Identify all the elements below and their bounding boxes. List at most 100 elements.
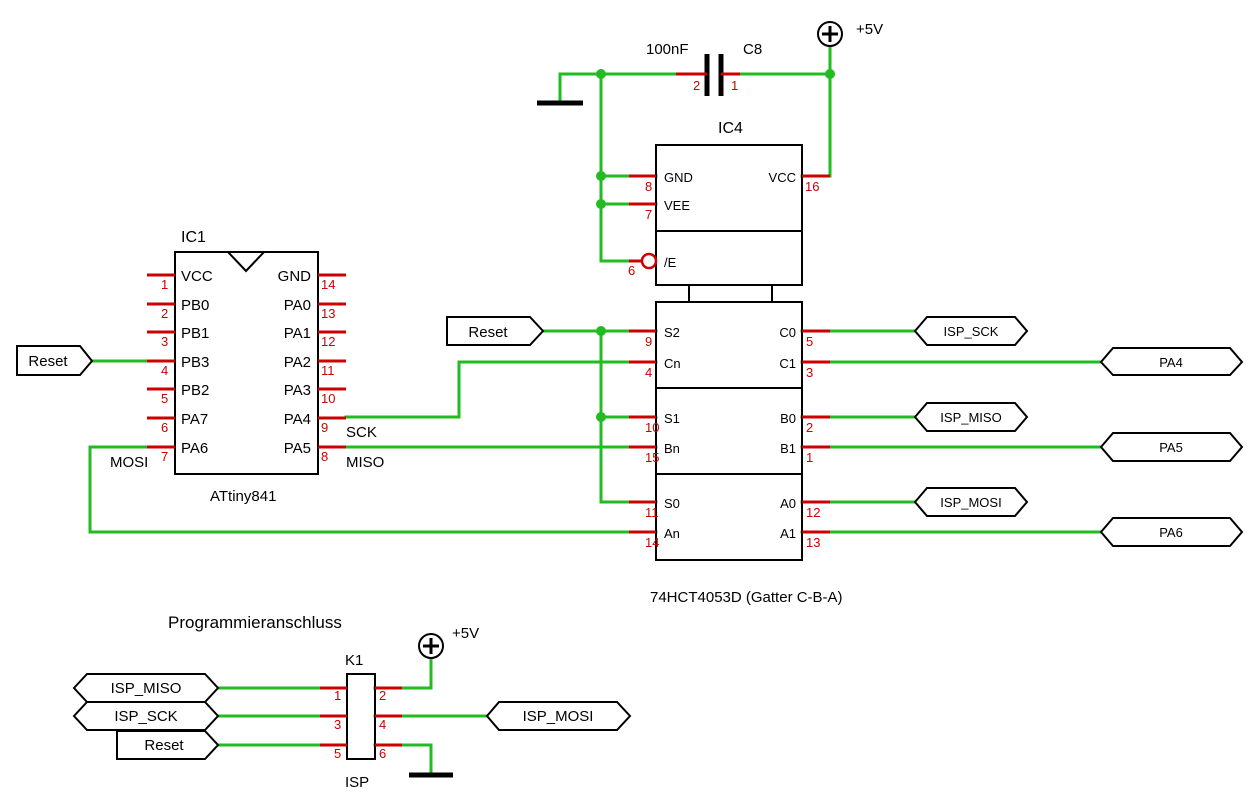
port-label-text: ISP_MISO <box>940 410 1001 425</box>
pin-number: 5 <box>806 334 813 349</box>
pin-name: An <box>664 526 680 541</box>
pin-number: 4 <box>645 365 652 380</box>
pin-name: PB3 <box>181 354 209 371</box>
pin-number: 6 <box>628 263 635 278</box>
pin-number: 3 <box>806 365 813 380</box>
connector-ref: K1 <box>345 652 363 669</box>
pin-number: 2 <box>379 688 386 703</box>
port-reset-ic1 <box>16 345 94 376</box>
pin-number: 13 <box>321 306 335 321</box>
capacitor-pin1-number: 1 <box>731 78 738 93</box>
port-reset-ic4 <box>446 316 545 346</box>
connector-body <box>346 673 376 760</box>
ic1-attiny841 <box>174 251 319 475</box>
pin-number: 15 <box>645 450 659 465</box>
pin-number: 10 <box>645 420 659 435</box>
pin-number: 2 <box>806 420 813 435</box>
pin-name: PB2 <box>181 382 209 399</box>
pin-name: PA2 <box>284 354 311 371</box>
pin-number: 12 <box>321 334 335 349</box>
pin-name: GND <box>278 268 312 285</box>
port-label-text: PA5 <box>1159 440 1183 455</box>
port-labels <box>16 316 1244 760</box>
ic1-value: ATtiny841 <box>210 488 276 505</box>
port-k1-isp-mosi <box>485 701 632 731</box>
port-label-text: ISP_MOSI <box>523 708 594 725</box>
pin-number: 3 <box>334 717 341 732</box>
supply-symbol-top <box>817 21 843 47</box>
supply-label-top: +5V <box>856 21 883 38</box>
pin-number: 5 <box>161 391 168 406</box>
pin-number: 13 <box>806 535 820 550</box>
pin-name: PA1 <box>284 325 311 342</box>
port-pa5 <box>1099 432 1244 462</box>
junction-dot <box>596 199 606 209</box>
pin-number: 11 <box>645 505 659 520</box>
pin-name: B0 <box>780 411 796 426</box>
pin-number: 3 <box>161 334 168 349</box>
ic4-gate-b <box>655 387 803 475</box>
pin-number: 7 <box>645 207 652 222</box>
pin-number: 16 <box>805 179 819 194</box>
pin-number: 14 <box>321 277 335 292</box>
pin-number: 8 <box>645 179 652 194</box>
pin-name: S2 <box>664 325 680 340</box>
ic1-notch <box>227 251 265 273</box>
pin-number: 1 <box>806 450 813 465</box>
wire-gnd-c8 <box>558 72 678 102</box>
ic4-gate-pins: 9S24Cn5C03C110S115Bn2B01B111S014An12A013… <box>629 325 830 550</box>
connector-value: ISP <box>345 774 369 791</box>
port-k1-reset <box>116 730 220 760</box>
wire-gnd-bus <box>599 72 643 263</box>
port-label-text: ISP_SCK <box>944 324 999 339</box>
port-label-text: Reset <box>468 324 508 341</box>
pin-number: 6 <box>161 420 168 435</box>
pin-name: A1 <box>780 526 796 541</box>
ic4-power-block <box>655 144 803 286</box>
pin-name: GND <box>664 170 693 185</box>
port-isp-mosi <box>913 487 1029 517</box>
pin-number: 9 <box>645 334 652 349</box>
wire-vcc-ic4 <box>800 72 832 178</box>
port-k1-isp-sck <box>72 701 220 731</box>
pin-number: 14 <box>645 535 659 550</box>
port-label-text: Reset <box>28 353 68 370</box>
connector-title: Programmieranschluss <box>168 613 342 632</box>
port-label-text: Reset <box>144 737 184 754</box>
port-label-text: ISP_MISO <box>111 680 182 697</box>
pin-name: Bn <box>664 441 680 456</box>
pin-number: 12 <box>806 505 820 520</box>
wire-sck <box>344 360 658 419</box>
pin-number: 1 <box>334 688 341 703</box>
pin-number: 11 <box>321 363 335 378</box>
capacitor-pin2-number: 2 <box>693 78 700 93</box>
port-isp-sck <box>913 316 1029 346</box>
pin-name: /E <box>664 255 677 270</box>
pin-number: 2 <box>161 306 168 321</box>
connector-k1 <box>320 673 402 760</box>
port-label-text: ISP_MOSI <box>940 495 1001 510</box>
pin-name: PA4 <box>284 411 311 428</box>
wire-label-sck: SCK <box>346 424 377 441</box>
pin-name: PB1 <box>181 325 209 342</box>
pin-name: VCC <box>769 170 796 185</box>
junction-dot <box>825 69 835 79</box>
ic1-body <box>174 251 319 475</box>
ic4-power-pins <box>629 174 830 270</box>
pin-name: A0 <box>780 496 796 511</box>
capacitor-c8 <box>676 54 740 96</box>
ic4-74hct4053d <box>655 144 803 561</box>
capacitor-ref: C8 <box>743 41 762 58</box>
wire-k1-2 <box>373 658 433 690</box>
port-isp-miso <box>913 402 1029 432</box>
pin-name: S1 <box>664 411 680 426</box>
pin-number: 8 <box>321 449 328 464</box>
pin-number: 7 <box>161 449 168 464</box>
pin-name: PA0 <box>284 297 311 314</box>
ic1-ref: IC1 <box>181 229 206 246</box>
junction-dot <box>596 412 606 422</box>
pin-number: 6 <box>379 746 386 761</box>
